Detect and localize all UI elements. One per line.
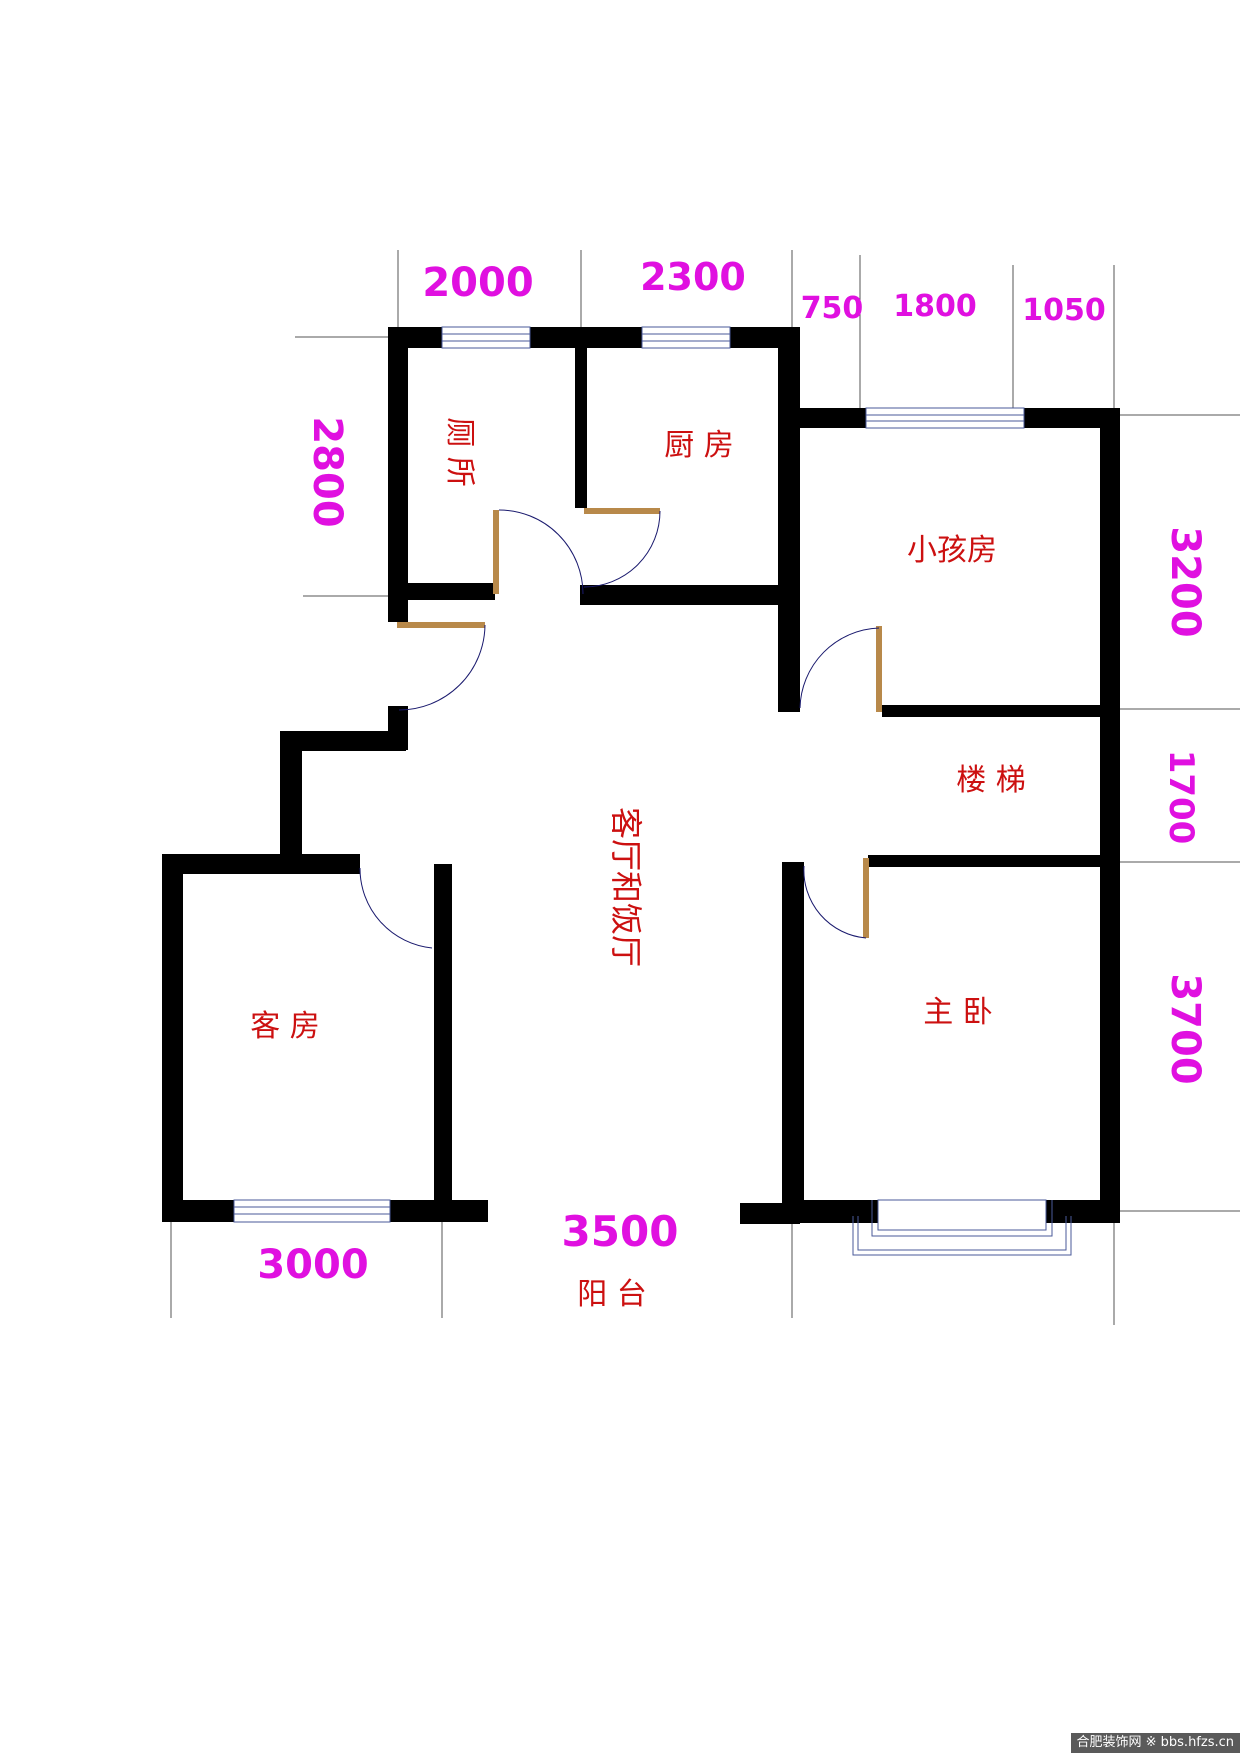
watermark: 合肥装饰网 ※ bbs.hfzs.cn <box>1070 1733 1240 1753</box>
window-guest-room <box>233 1199 391 1223</box>
dimension-labels: 2000 2300 750 1800 1050 2800 3200 1700 3… <box>257 255 1208 1288</box>
room-child-room: 小孩房 <box>907 533 997 568</box>
dim-top-1: 2000 <box>422 260 533 306</box>
door-master-bedroom <box>803 858 869 939</box>
door-entrance <box>397 622 486 711</box>
door-guest-room <box>359 867 433 949</box>
room-stairs: 楼 梯 <box>956 763 1026 798</box>
doors <box>359 508 882 949</box>
dim-top-5: 1050 <box>1022 293 1106 328</box>
room-master-bedroom: 主 卧 <box>923 995 993 1030</box>
dim-bottom-1: 3000 <box>257 1242 368 1288</box>
dim-top-2: 2300 <box>640 255 746 299</box>
bay-window-master-bedroom <box>852 1199 1072 1256</box>
windows <box>233 326 1072 1256</box>
window-child-room <box>865 407 1025 429</box>
window-toilet <box>441 326 531 349</box>
room-guest-room: 客 房 <box>250 1009 320 1044</box>
dim-right-1: 3200 <box>1162 526 1208 637</box>
window-kitchen <box>641 326 731 349</box>
dim-top-4: 1800 <box>893 289 977 324</box>
dim-left: 2800 <box>304 416 350 527</box>
door-toilet <box>493 509 584 595</box>
room-labels: 厕 所 厨 房 小孩房 楼 梯 客厅和饭厅 客 房 主 卧 阳 台 <box>250 417 1026 1312</box>
door-child-room <box>799 626 882 712</box>
room-living-dining: 客厅和饭厅 <box>607 807 645 967</box>
room-kitchen: 厨 房 <box>664 428 734 463</box>
room-toilet: 厕 所 <box>442 417 477 487</box>
dim-bottom-2: 3500 <box>562 1207 679 1256</box>
dimension-guidelines <box>170 250 1240 1325</box>
dim-right-3: 3700 <box>1162 973 1208 1084</box>
room-balcony: 阳 台 <box>577 1277 647 1312</box>
door-kitchen <box>583 508 661 588</box>
dim-top-3: 750 <box>801 291 864 326</box>
dim-right-2: 1700 <box>1161 750 1201 845</box>
